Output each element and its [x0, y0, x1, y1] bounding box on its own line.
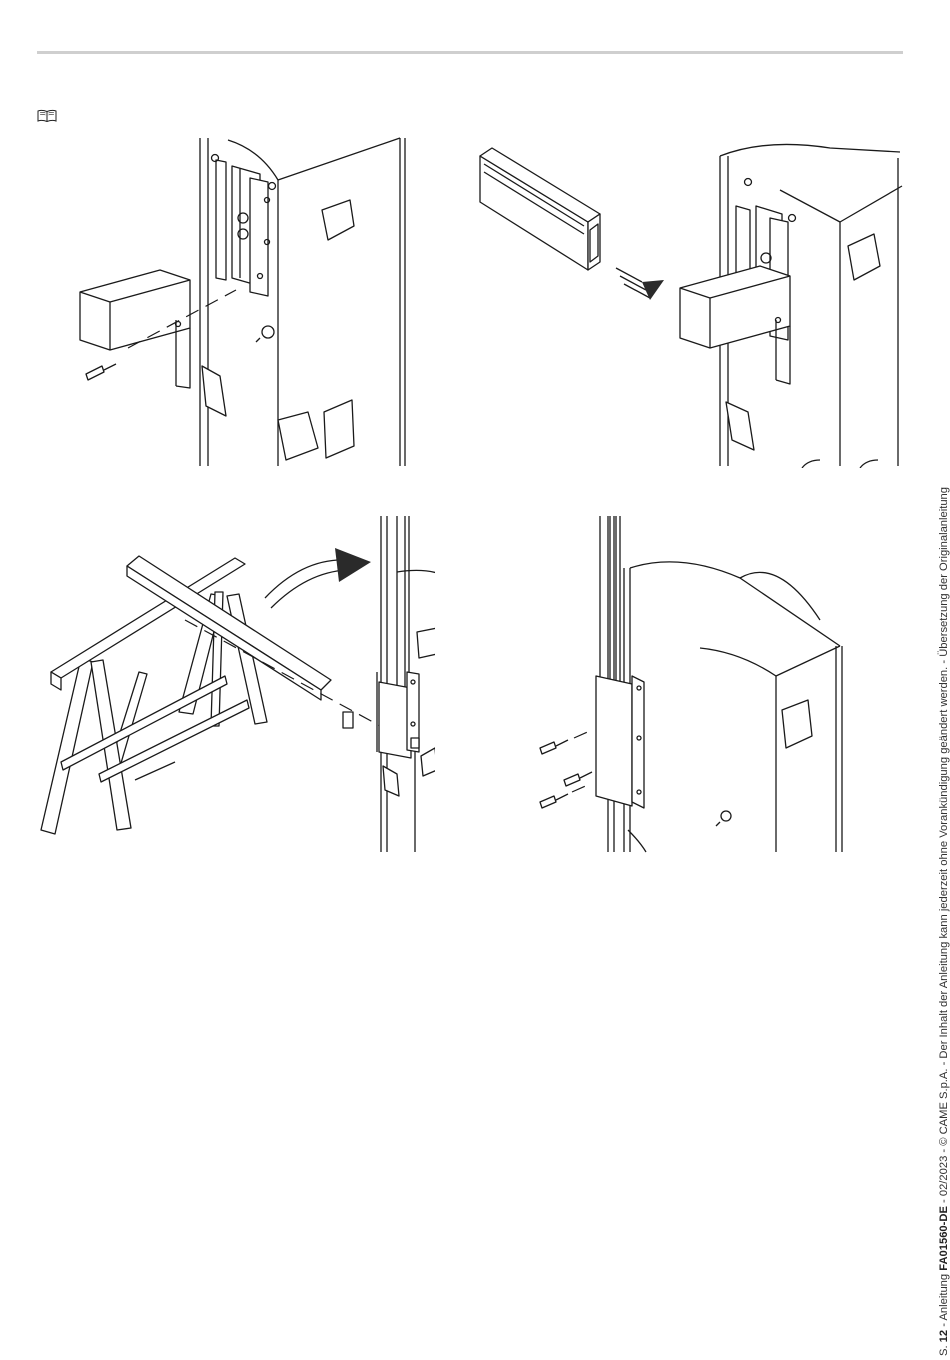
book-icon [37, 109, 57, 123]
illustration-step-4 [520, 512, 850, 854]
footer-sep: - Anleitung [938, 1271, 950, 1330]
illustration-step-2 [470, 130, 910, 468]
footer-doc-code: FA01560-DE [938, 1206, 950, 1271]
side-footer: S. 12 - Anleitung FA01560-DE - 02/2023 -… [938, 487, 950, 1356]
footer-page-prefix: S. [938, 1345, 950, 1356]
illustration-step-3 [35, 512, 435, 854]
footer-rest: - 02/2023 - © CAME S.p.A. - Der Inhalt d… [938, 487, 950, 1206]
illustration-step-1 [60, 130, 420, 468]
top-rule [37, 51, 903, 54]
footer-page-number: 12 [938, 1330, 950, 1342]
